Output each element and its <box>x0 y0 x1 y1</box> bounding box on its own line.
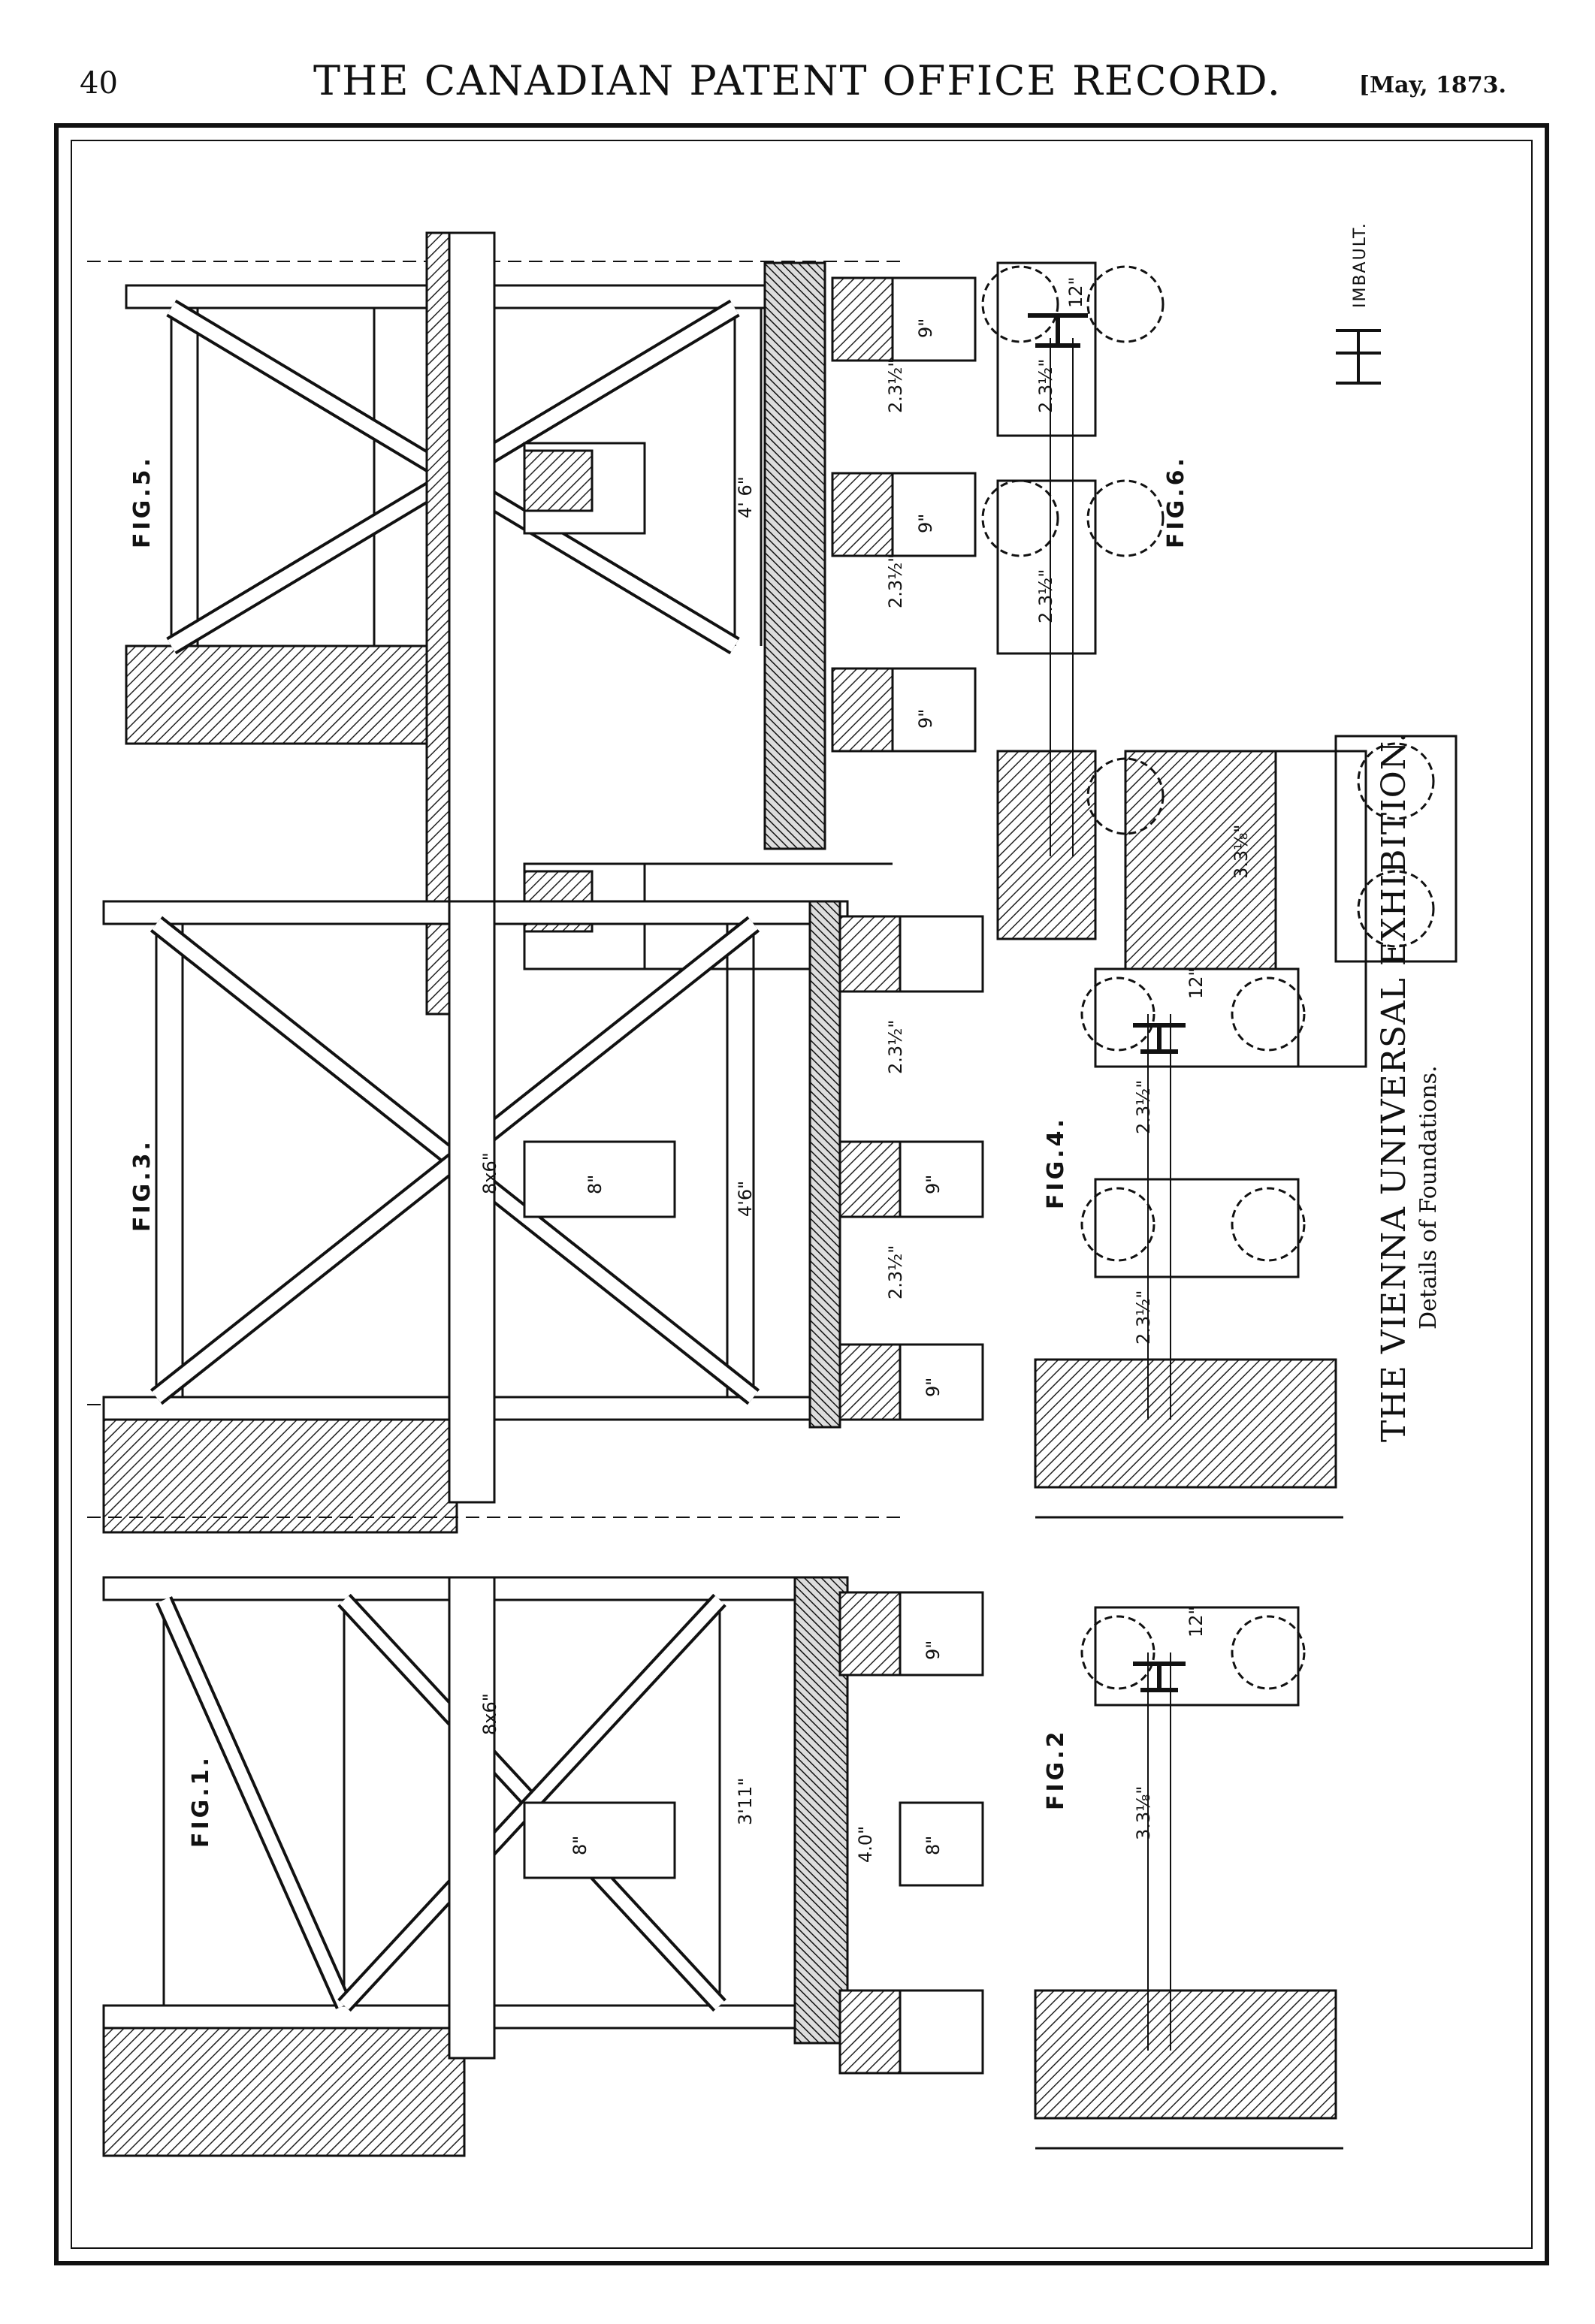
fig5-post-a-dimension: 9" <box>915 318 936 338</box>
fig2-drawing <box>1034 1606 1343 2150</box>
plate-caption-title: THE VIENNA UNIVERSAL EXHIBITION. <box>1375 731 1413 1442</box>
fig6-span-a-dimension: 2.3½" <box>1035 358 1056 413</box>
fig1-label: FIG.1. <box>188 1755 214 1848</box>
fig3-beam-dimension: 8x6" <box>479 1152 500 1194</box>
issue-date: [May, 1873. <box>1358 72 1506 98</box>
fig4-width-dimension: 12" <box>1186 967 1207 999</box>
fig2-width-dimension: 12" <box>1186 1606 1207 1637</box>
fig2-label: FIG.2 <box>1043 1728 1069 1810</box>
fig1-post-b-dimension: 8" <box>923 1835 944 1855</box>
fig3-post-a-dimension: 8" <box>585 1174 606 1194</box>
fig1-beam-dimension: 8x6" <box>479 1693 500 1735</box>
fig3-height-dimension: 4'6" <box>735 1180 756 1217</box>
fig1-span-dimension: 4.0" <box>855 1825 876 1863</box>
fig1-drawing <box>87 1517 984 2157</box>
plate-inner-border <box>71 140 1533 2249</box>
fig5-label: FIG.5. <box>129 455 156 548</box>
fig1-height-dimension: 3'11" <box>735 1777 756 1825</box>
fig3-label: FIG.3. <box>129 1139 156 1232</box>
fig6-span-c-dimension: 3.3⅛" <box>1231 824 1252 879</box>
fig6-width-dimension: 12" <box>1065 276 1086 308</box>
foundation-drawings <box>87 231 1458 2157</box>
fig6-label: FIG.6. <box>1163 455 1189 548</box>
fig5-drawing <box>87 231 977 1405</box>
journal-title: THE CANADIAN PATENT OFFICE RECORD. <box>313 57 1282 104</box>
fig5-span-a-dimension: 2.3½" <box>885 358 906 413</box>
fig3-post-c-dimension: 9" <box>923 1377 944 1397</box>
fig3-post-b-dimension: 9" <box>923 1174 944 1194</box>
fig4-span-a-dimension: 2.3½" <box>1133 1079 1154 1134</box>
fig5-span-b-dimension: 2.3½" <box>885 554 906 608</box>
fig4-drawing <box>1034 967 1343 1519</box>
page-number: 40 <box>80 66 118 101</box>
fig5-post-c-dimension: 9" <box>915 708 936 729</box>
fig3-span-a-dimension: 2.3½" <box>885 1019 906 1074</box>
fig3-span-b-dimension: 2.3½" <box>885 1245 906 1299</box>
fig5-post-b-dimension: 9" <box>915 513 936 533</box>
fig3-drawing <box>102 900 984 1534</box>
fig2-span-dimension: 3.3⅛" <box>1133 1785 1154 1840</box>
plate-caption-subtitle: Details of Foundations. <box>1415 1065 1442 1330</box>
signature-monogram <box>1336 329 1381 385</box>
page-header: 40 THE CANADIAN PATENT OFFICE RECORD. [M… <box>0 53 1595 113</box>
fig5-height-dimension: 4' 6" <box>735 476 756 518</box>
signature-text: IMBAULT. <box>1351 222 1370 308</box>
fig4-label: FIG.4. <box>1043 1116 1069 1209</box>
fig1-post-a-dimension: 8" <box>569 1835 591 1855</box>
engraving-plate: THE VIENNA UNIVERSAL EXHIBITION. Details… <box>54 123 1549 2265</box>
fig1-post-c-dimension: 9" <box>923 1640 944 1660</box>
fig4-span-b-dimension: 2.3½" <box>1133 1290 1154 1345</box>
fig6-span-b-dimension: 2.3½" <box>1035 569 1056 623</box>
